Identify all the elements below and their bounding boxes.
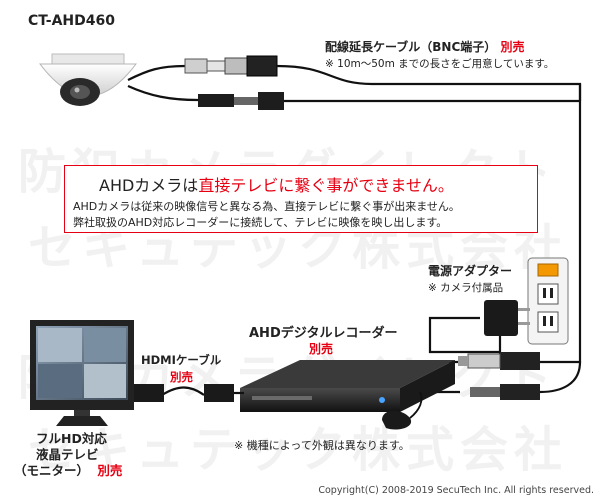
monitor-icon xyxy=(30,320,134,426)
adapter-title: 電源アダプター xyxy=(428,264,513,278)
monitor-line-2: 液晶テレビ xyxy=(36,447,99,462)
dome-camera-icon xyxy=(38,53,138,106)
notice-headline: AHDカメラは直接テレビに繋ぐ事ができません。 xyxy=(99,172,454,196)
bnc-connector-icon xyxy=(184,55,278,77)
power-outlet-icon xyxy=(527,257,569,345)
recorder-icon xyxy=(240,360,455,412)
hdmi-cable-icon xyxy=(134,384,244,402)
notice-box: AHDカメラは直接テレビに繋ぐ事ができません。 AHDカメラは従来の映像信号と異… xyxy=(64,165,538,233)
notice-line-2: 弊社取扱のAHD対応レコーダーに接続して、テレビに映像を映し出します。 xyxy=(73,216,448,229)
cable-note: ※ 10m〜50m までの長さをご用意しています。 xyxy=(325,58,555,70)
notice-headline-emphasis: 直接テレビに繋ぐ事ができません。 xyxy=(198,176,454,195)
recorder-bnc-connector-icon xyxy=(458,352,540,370)
recorder-dc-connector-icon xyxy=(470,384,540,400)
adapter-note: ※ カメラ付属品 xyxy=(428,282,504,294)
camera-model-label: CT-AHD460 xyxy=(28,13,115,29)
cable-sold-separately: 別売 xyxy=(500,40,525,54)
power-adapter-icon xyxy=(484,300,530,336)
mouse-icon xyxy=(382,391,423,430)
hdmi-sold-separately: 別売 xyxy=(170,370,193,384)
monitor-line-1: フルHD対応 xyxy=(36,431,107,446)
hdmi-title: HDMIケーブル xyxy=(141,353,222,367)
extension-cable xyxy=(276,64,582,258)
notice-line-1: AHDカメラは従来の映像信号と異なる為、直接テレビに繋ぐ事が出来ません。 xyxy=(73,200,460,213)
watermark-bottom-2: セキュテック株式会社 xyxy=(28,422,569,478)
dc-connector-icon xyxy=(198,92,284,110)
cable-title: 配線延長ケーブル（BNC端子） xyxy=(325,40,497,54)
appearance-disclaimer: ※ 機種によって外観は異なります。 xyxy=(234,439,410,452)
camera-pigtail-cable xyxy=(127,64,199,102)
monitor-line-3: （モニター） xyxy=(14,463,90,478)
recorder-sold-separately: 別売 xyxy=(309,342,334,356)
monitor-line-3-row: （モニター） 別売 xyxy=(14,460,122,479)
notice-headline-prefix: AHDカメラは xyxy=(99,176,199,195)
recorder-title: AHDデジタルレコーダー xyxy=(249,326,398,341)
cable-title-row: 配線延長ケーブル（BNC端子） 別売 xyxy=(325,38,524,55)
monitor-sold-separately: 別売 xyxy=(97,463,123,478)
copyright-notice: Copyright(C) 2008-2019 SecuTech Inc. All… xyxy=(318,485,594,496)
